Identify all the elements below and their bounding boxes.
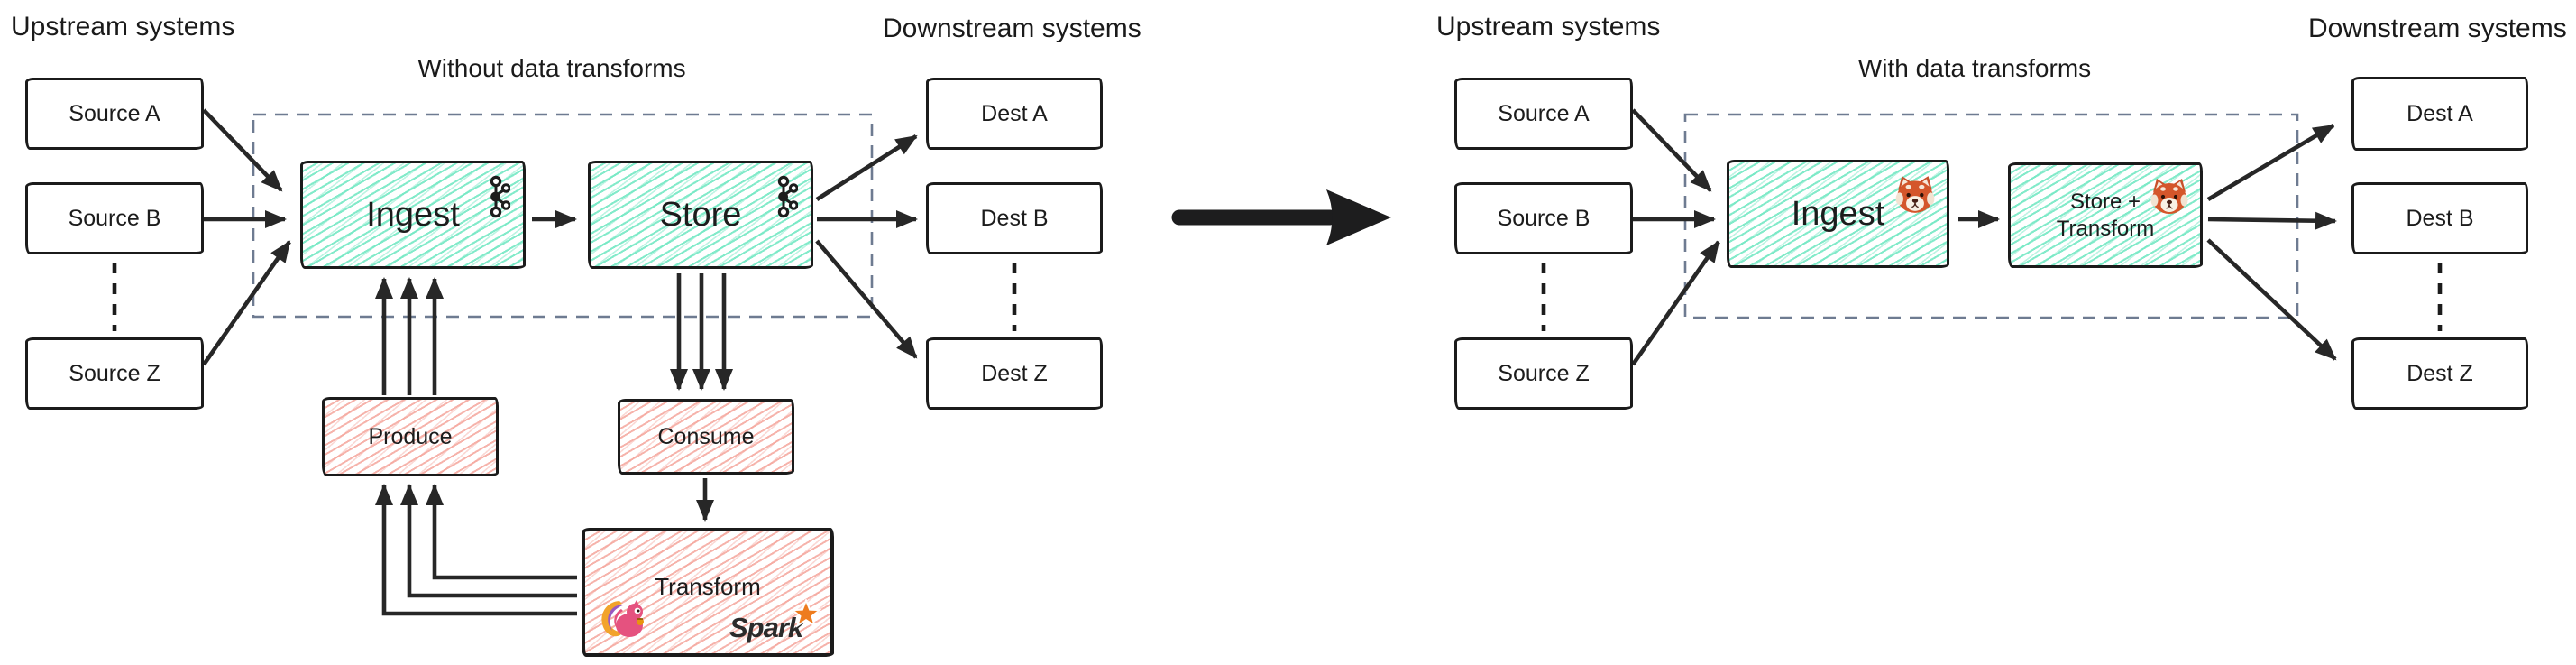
- right-dest-b-box: Dest B: [2351, 182, 2528, 254]
- left-dest-b-label: Dest B: [980, 205, 1049, 231]
- store-transform-line1: Store +: [2069, 189, 2141, 214]
- arrow-transform-to-produce-1: [426, 484, 577, 580]
- pipeline-boundary-right: [1683, 113, 2299, 319]
- ellipsis-connectors: [112, 263, 2443, 331]
- arrow-left-store-to-dest-a: [815, 134, 918, 201]
- right-dest-a-label: Dest A: [2406, 100, 2473, 126]
- pipeline-boundary-left: [252, 113, 874, 319]
- left-source-a-box: Source A: [25, 78, 204, 150]
- right-panel-title: With data transforms: [1857, 54, 2092, 82]
- left-store-label: Store: [659, 195, 742, 234]
- right-source-a-box: Source A: [1454, 78, 1633, 150]
- arrow-right-source-a-to-ingest: [1631, 108, 1712, 192]
- arrow-right-store-to-dest-a: [2206, 124, 2335, 201]
- transform-label: Transform: [655, 573, 761, 600]
- left-ingest-label: Ingest: [366, 195, 460, 234]
- right-source-z-box: Source Z: [1454, 337, 1633, 410]
- left-dest-a-label: Dest A: [981, 100, 1048, 126]
- redpanda-icon: [1894, 174, 1936, 218]
- spark-logo: Spark: [729, 597, 822, 646]
- right-arrows: [1631, 108, 2337, 366]
- right-source-b-box: Source B: [1454, 182, 1633, 254]
- right-source-z-label: Source Z: [1498, 360, 1590, 386]
- left-dest-z-box: Dest Z: [926, 337, 1103, 410]
- arrow-transform-to-produce-2: [400, 484, 577, 598]
- right-ingest-label: Ingest: [1791, 194, 1885, 233]
- right-dest-z-box: Dest Z: [2351, 337, 2528, 410]
- arrow-right-store-to-dest-z: [2206, 238, 2337, 361]
- left-downstream-label: Downstream systems: [883, 14, 1141, 43]
- consume-label: Consume: [657, 423, 755, 449]
- spark-wordmark: Spark: [729, 612, 803, 643]
- spark-star-icon: [790, 597, 822, 634]
- arrow-left-store-to-dest-z: [815, 239, 918, 359]
- left-dest-a-box: Dest A: [926, 78, 1103, 150]
- left-source-z-label: Source Z: [69, 360, 160, 386]
- arrow-left-source-z-to-ingest: [202, 240, 291, 366]
- right-dest-z-label: Dest Z: [2406, 360, 2473, 386]
- transform-box: Transform Spark: [582, 528, 834, 657]
- left-panel-title: Without data transforms: [417, 54, 686, 82]
- produce-box: Produce: [322, 397, 499, 476]
- left-arrows: [202, 108, 918, 616]
- kafka-icon: [482, 175, 511, 223]
- left-ingest-box: Ingest: [300, 161, 526, 269]
- right-ingest-box: Ingest: [1727, 160, 1949, 268]
- redpanda-icon: [2150, 177, 2189, 219]
- left-dest-b-box: Dest B: [926, 182, 1103, 254]
- right-downstream-label: Downstream systems: [2308, 14, 2567, 43]
- flink-icon: [598, 595, 646, 646]
- right-dest-b-label: Dest B: [2406, 205, 2474, 231]
- consume-box: Consume: [618, 399, 794, 475]
- arrow-left-source-a-to-ingest: [202, 108, 283, 192]
- left-store-box: Store: [588, 161, 813, 269]
- store-transform-line2: Transform: [2056, 216, 2155, 241]
- arrow-right-store-to-dest-b: [2207, 211, 2337, 230]
- right-store-transform-box: Store + Transform: [2008, 162, 2203, 268]
- kafka-icon: [770, 175, 799, 223]
- right-store-transform-label: Store + Transform: [2057, 189, 2154, 243]
- big-transition-arrow: [1171, 189, 1391, 245]
- produce-label: Produce: [368, 423, 453, 449]
- arrow-transform-to-produce-3: [375, 484, 577, 616]
- left-source-z-box: Source Z: [25, 337, 204, 410]
- left-source-b-box: Source B: [25, 182, 204, 254]
- left-dest-z-label: Dest Z: [981, 360, 1048, 386]
- arrow-right-source-z-to-ingest: [1631, 240, 1720, 366]
- left-upstream-label: Upstream systems: [11, 12, 235, 42]
- right-dest-a-box: Dest A: [2351, 77, 2528, 151]
- right-source-b-label: Source B: [1497, 205, 1591, 231]
- left-source-a-label: Source A: [69, 100, 160, 126]
- right-upstream-label: Upstream systems: [1436, 12, 1661, 42]
- right-source-a-label: Source A: [1498, 100, 1590, 126]
- left-source-b-label: Source B: [68, 205, 161, 231]
